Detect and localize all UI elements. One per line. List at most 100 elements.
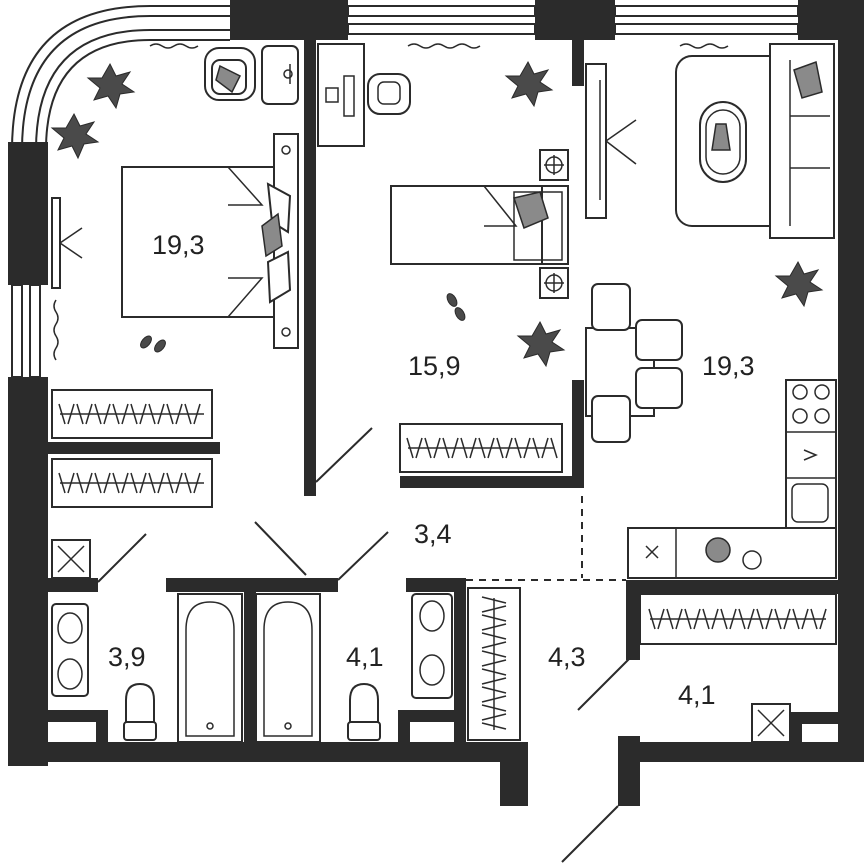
hanger-mark xyxy=(166,403,174,425)
hanger-mark xyxy=(747,608,755,630)
hanger-mark xyxy=(481,668,507,676)
lamp-2 xyxy=(539,267,569,299)
hanger-mark xyxy=(738,608,746,630)
hanger-mark xyxy=(184,472,192,494)
dining-table xyxy=(585,283,683,443)
hanger-mark xyxy=(792,608,800,630)
hanger-mark xyxy=(514,437,522,459)
hanger-mark xyxy=(157,403,165,425)
hanger-mark xyxy=(58,472,66,494)
desk-chair xyxy=(367,73,411,115)
curtain-top xyxy=(53,43,199,361)
desk xyxy=(317,43,365,147)
hanger-mark xyxy=(130,472,138,494)
hanger-mark xyxy=(442,437,450,459)
hanger-mark xyxy=(819,608,827,630)
hanger-mark xyxy=(424,437,432,459)
hanger-mark xyxy=(478,437,486,459)
hanger-mark xyxy=(729,608,737,630)
nightstand xyxy=(261,45,299,105)
hanger-mark xyxy=(481,677,507,685)
hanger-mark xyxy=(121,403,129,425)
area-bathroom-left: 3,9 xyxy=(108,642,146,672)
plant-3 xyxy=(504,60,554,108)
hanger-mark xyxy=(702,608,710,630)
area-kitchen-living: 19,3 xyxy=(702,351,755,381)
hanger-mark xyxy=(487,437,495,459)
kitchen-counter xyxy=(627,379,837,579)
hanger-mark xyxy=(481,623,507,631)
hanger-mark xyxy=(85,472,93,494)
hanger-mark xyxy=(103,472,111,494)
hanger-mark xyxy=(469,437,477,459)
slippers-2 xyxy=(446,293,466,321)
hanger-mark xyxy=(157,472,165,494)
hanger-mark xyxy=(121,472,129,494)
hanger-mark xyxy=(481,605,507,613)
hanger-mark xyxy=(148,472,156,494)
hanger-mark xyxy=(657,608,665,630)
hanger-mark xyxy=(496,437,504,459)
hanger-mark xyxy=(175,472,183,494)
coffee-table xyxy=(699,101,747,183)
hanger-mark xyxy=(532,437,540,459)
hanger-mark xyxy=(175,403,183,425)
hanger-mark xyxy=(148,403,156,425)
hanger-mark xyxy=(460,437,468,459)
hanger-mark xyxy=(406,437,414,459)
hanger-mark xyxy=(481,650,507,658)
bed-large xyxy=(121,133,299,349)
hanger-mark xyxy=(550,437,558,459)
hanger-mark xyxy=(139,472,147,494)
curtain-kitchen xyxy=(679,43,729,49)
hanger-mark xyxy=(451,437,459,459)
sofa xyxy=(675,43,835,239)
hanger-mark xyxy=(810,608,818,630)
hanger-mark xyxy=(94,472,102,494)
vent-entrance xyxy=(751,703,791,743)
hanger-mark xyxy=(481,695,507,703)
wardrobe-large xyxy=(51,389,213,508)
hanger-mark xyxy=(756,608,764,630)
hanger-mark xyxy=(783,608,791,630)
door-swings xyxy=(97,427,631,863)
hanger-mark xyxy=(184,403,192,425)
hanger-mark xyxy=(433,437,441,459)
hanger-mark xyxy=(801,608,809,630)
hanger-mark xyxy=(481,632,507,640)
hanger-mark xyxy=(541,437,549,459)
hanger-mark xyxy=(103,403,111,425)
wardrobe-kitchen xyxy=(639,593,837,645)
hanger-mark xyxy=(481,704,507,712)
hanger-mark xyxy=(481,722,507,730)
bathroom-right-fixtures xyxy=(255,593,453,743)
hanger-mark xyxy=(481,659,507,667)
hanger-mark xyxy=(67,403,75,425)
hanger-mark xyxy=(67,472,75,494)
plant-2 xyxy=(50,112,100,160)
slippers-1 xyxy=(140,335,166,353)
wardrobe-corridor xyxy=(467,587,521,741)
tv-unit xyxy=(585,63,637,219)
hanger-mark xyxy=(481,713,507,721)
wardrobe-small xyxy=(399,423,563,473)
hanger-mark xyxy=(166,472,174,494)
hanger-mark xyxy=(58,403,66,425)
hanger-mark xyxy=(481,686,507,694)
walls xyxy=(8,0,864,806)
hanger-mark xyxy=(112,472,120,494)
plant-1 xyxy=(86,62,136,110)
hanger-mark xyxy=(765,608,773,630)
curved-window xyxy=(11,5,230,376)
area-bedroom-small: 15,9 xyxy=(408,351,461,381)
hanger-mark xyxy=(85,403,93,425)
armchair xyxy=(204,47,256,101)
hanger-mark xyxy=(675,608,683,630)
curtain-small xyxy=(407,43,481,49)
hanger-mark xyxy=(139,403,147,425)
hanger-mark xyxy=(193,472,201,494)
area-corridor: 4,3 xyxy=(548,642,586,672)
area-bathroom-right: 4,1 xyxy=(346,642,384,672)
bed-small xyxy=(390,185,569,265)
